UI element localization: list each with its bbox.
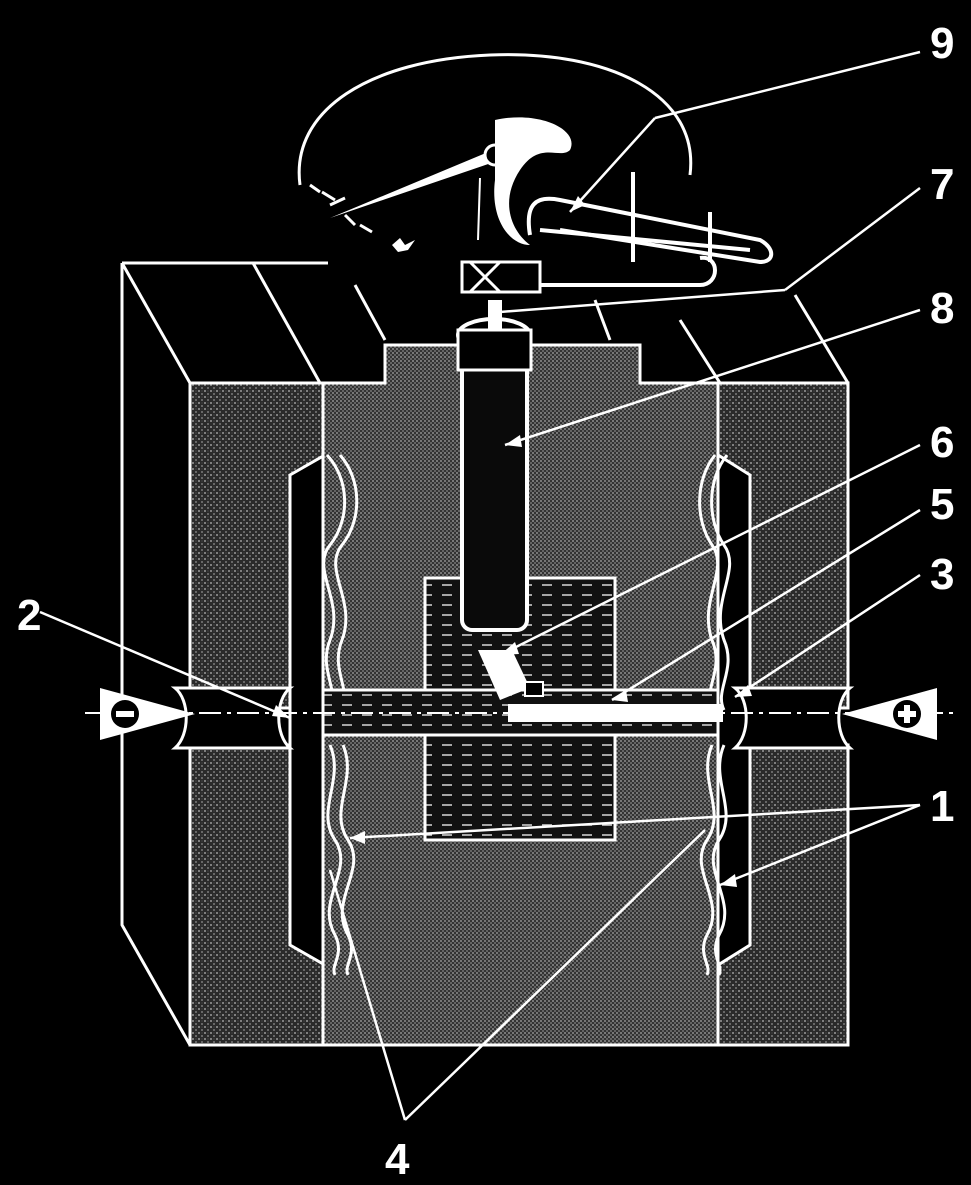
terminal-bores: [170, 686, 855, 750]
small-spark-icon: [392, 238, 415, 252]
callout-5: 5: [930, 480, 955, 529]
callout-2: 2: [17, 591, 42, 640]
thermal-linkage: [526, 172, 774, 287]
block-top-outline: [120, 261, 850, 1046]
callout-8: 8: [930, 284, 955, 333]
callout-9: 9: [930, 19, 955, 68]
leader-arrowheads: [272, 196, 752, 887]
callout-3: 3: [930, 550, 955, 599]
right-wall: [716, 381, 850, 1047]
leader-lines: [39, 50, 921, 1121]
electrode-rod: [508, 704, 723, 722]
wavy-membranes: [322, 453, 732, 976]
callout-4: 4: [385, 1135, 410, 1184]
connector-block: [460, 260, 542, 294]
thermometer-tube: [456, 300, 533, 632]
callout-6: 6: [930, 418, 955, 467]
positive-terminal-icon: [842, 688, 937, 740]
left-wall: [188, 381, 327, 1047]
callout-1: 1: [930, 782, 955, 831]
gauge-dial: [297, 53, 693, 245]
callout-7: 7: [930, 160, 955, 209]
negative-terminal-icon: [100, 688, 195, 740]
probe-tip: [478, 650, 544, 700]
